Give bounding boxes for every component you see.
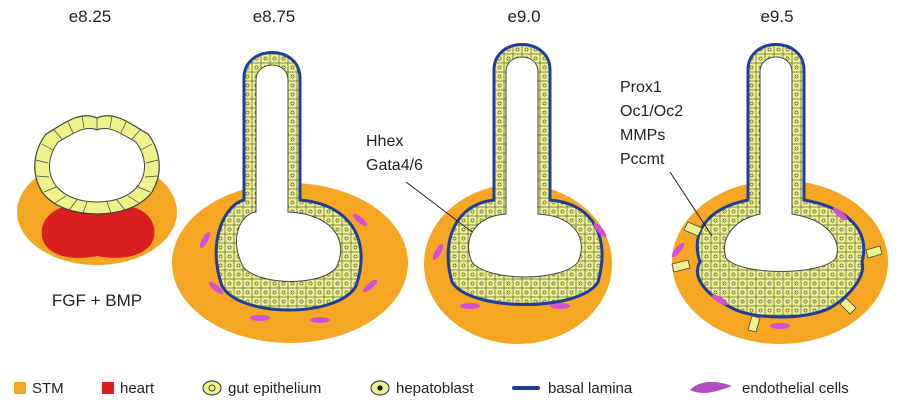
legend-label: heart [120,380,155,397]
gut-lumen [724,57,837,272]
legend-item-endothelial-cells: endothelial cells [690,380,849,397]
signals-label: FGF + BMP [52,291,142,310]
stage-e825-illustration: FGF + BMP [17,116,177,310]
gene-label: Gata4/6 [366,157,423,174]
gut-epithelium-cell-icon [203,381,221,395]
legend-item-stm: STM [14,380,64,397]
legend-label: gut epithelium [228,380,321,397]
stm-swatch-icon [14,382,26,394]
legend-item-hepatoblast: hepatoblast [371,380,474,397]
stage-e90-illustration: Hhex Gata4/6 [366,45,612,345]
heart-swatch-icon [102,382,114,394]
legend-item-basal-lamina: basal lamina [514,380,633,397]
legend-item-gut-epithelium: gut epithelium [203,380,321,397]
legend-label: basal lamina [548,380,633,397]
endothelial-cell-icon [690,382,732,393]
gene-label: Pccmt [620,151,665,168]
gut-lumen [469,57,582,277]
cell-nucleus [377,385,382,390]
stage-label-e875: e8.75 [253,7,296,26]
gene-label: MMPs [620,127,665,144]
gut-lumen [49,128,144,202]
legend: STM heart gut epithelium hepatoblast bas… [14,380,849,397]
gene-label: Oc1/Oc2 [620,103,683,120]
gene-label: Hhex [366,133,403,150]
legend-label: hepatoblast [396,380,474,397]
legend-label: STM [32,380,64,397]
legend-label: endothelial cells [742,380,849,397]
stage-e875-illustration [172,53,408,344]
gene-label: Prox1 [620,79,662,96]
stage-label-e825: e8.25 [69,7,112,26]
stage-label-e90: e9.0 [507,7,540,26]
stage-e95-illustration: Prox1 Oc1/Oc2 MMPs Pccmt [620,45,888,345]
stage-label-e95: e9.5 [760,7,793,26]
legend-item-heart: heart [102,380,155,397]
